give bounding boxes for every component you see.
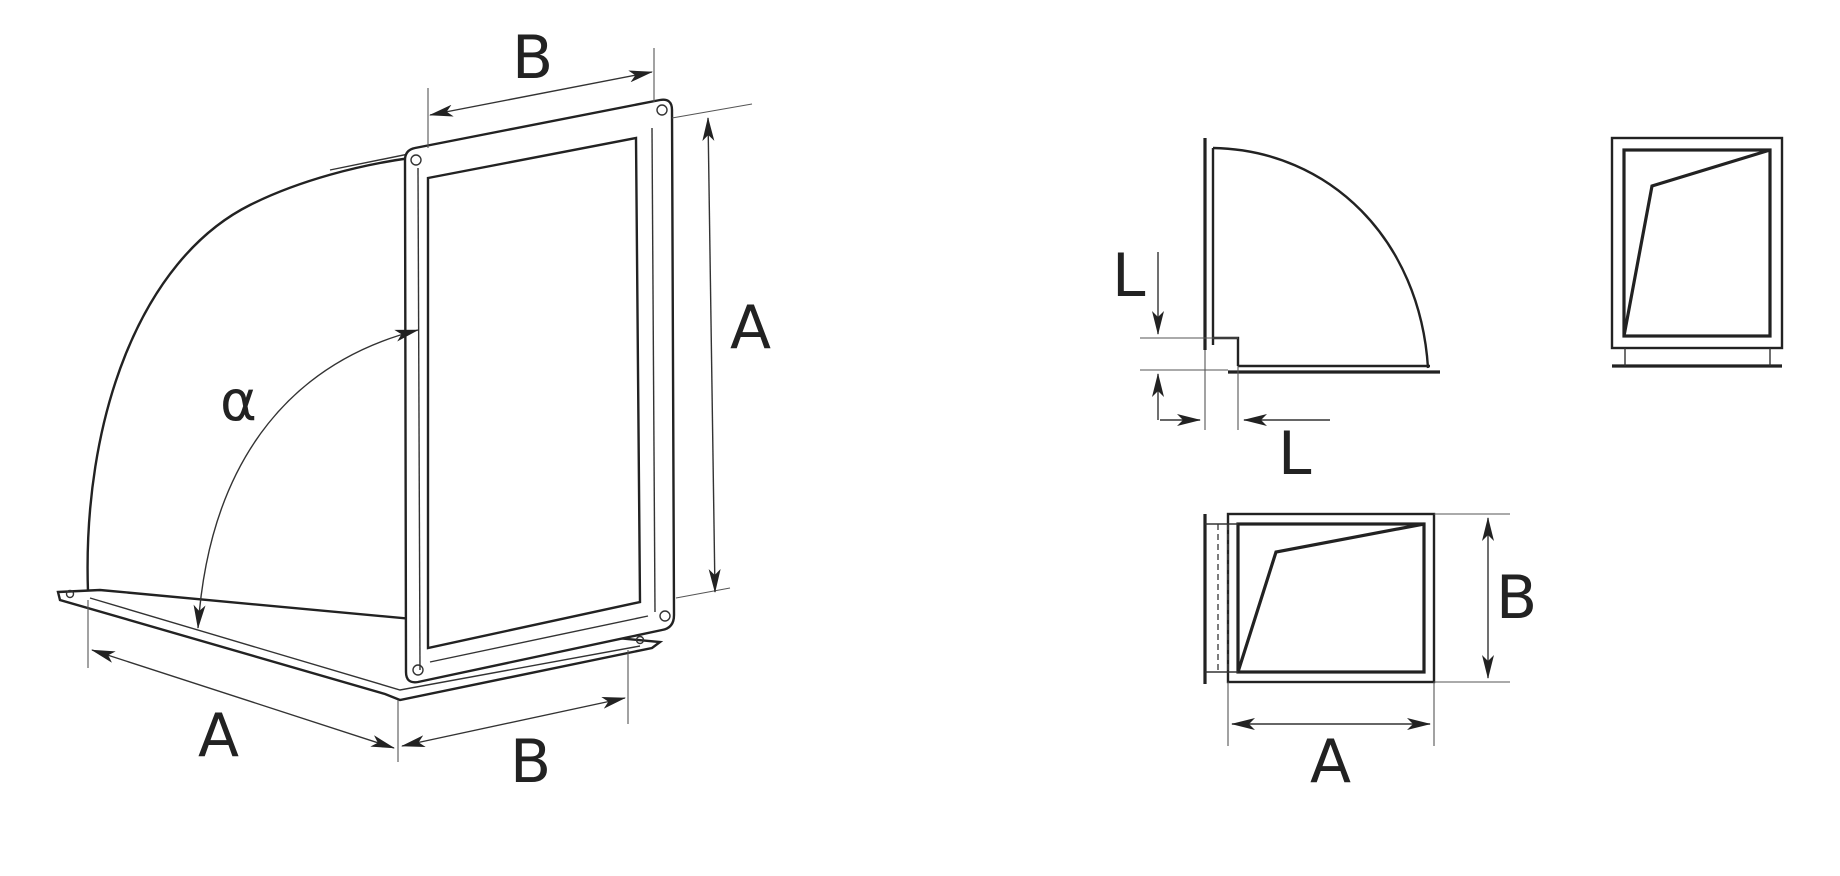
front-inner-rect: [1622, 148, 1772, 338]
isometric-elbow-view: B A α A B: [56, 23, 771, 797]
flange-hole-left: [65, 589, 75, 599]
frame-bolt-bottom-left: [412, 664, 424, 676]
label-b-top: B: [512, 23, 553, 93]
label-a-bottom: A: [198, 701, 239, 771]
bottom-outer-rect: [1226, 512, 1436, 684]
front-frame-outer: [403, 98, 676, 684]
side-view: L L: [1112, 138, 1440, 489]
front-outer-rect: [1610, 136, 1784, 350]
side-notch: [1213, 336, 1240, 366]
front-frame-inner: [426, 136, 642, 650]
frame-rail-bottom: [429, 615, 649, 663]
dim-a-bottom-line: [91, 649, 395, 749]
label-b-bottom: B: [510, 727, 551, 797]
frame-bolt-bottom-right: [659, 610, 671, 622]
dim-b-top-line: [429, 70, 653, 117]
bottom-inner-rect: [1236, 522, 1426, 674]
bottom-flange-edge: [89, 597, 641, 691]
front-view: [1610, 136, 1784, 368]
elbow-outer-curve: [86, 156, 411, 593]
frame-rail-right: [651, 127, 656, 613]
frame-bolt-top-left: [410, 154, 422, 166]
label-l-left: L: [1112, 241, 1146, 311]
dim-alpha-arc: [193, 329, 419, 629]
label-l-bottom: L: [1278, 419, 1312, 489]
front-diagonal: [1622, 148, 1771, 337]
dim-a-right-line: [702, 117, 721, 593]
dim-a-right-ext-bottom: [675, 587, 731, 599]
label-a-bottom-2: A: [1310, 727, 1351, 797]
frame-rail-left: [417, 167, 421, 671]
flange-hole-right: [635, 635, 645, 645]
label-a-right: A: [730, 293, 771, 363]
side-elbow-arc: [1212, 146, 1430, 369]
dim-a-right-ext-top: [671, 103, 753, 119]
frame-bolt-top-right: [656, 104, 668, 116]
bottom-diagonal: [1236, 522, 1425, 673]
label-alpha: α: [220, 369, 257, 434]
dim-b-bottom-line: [401, 696, 626, 748]
bottom-view: B A: [1203, 512, 1537, 797]
label-b-right: B: [1496, 563, 1537, 633]
